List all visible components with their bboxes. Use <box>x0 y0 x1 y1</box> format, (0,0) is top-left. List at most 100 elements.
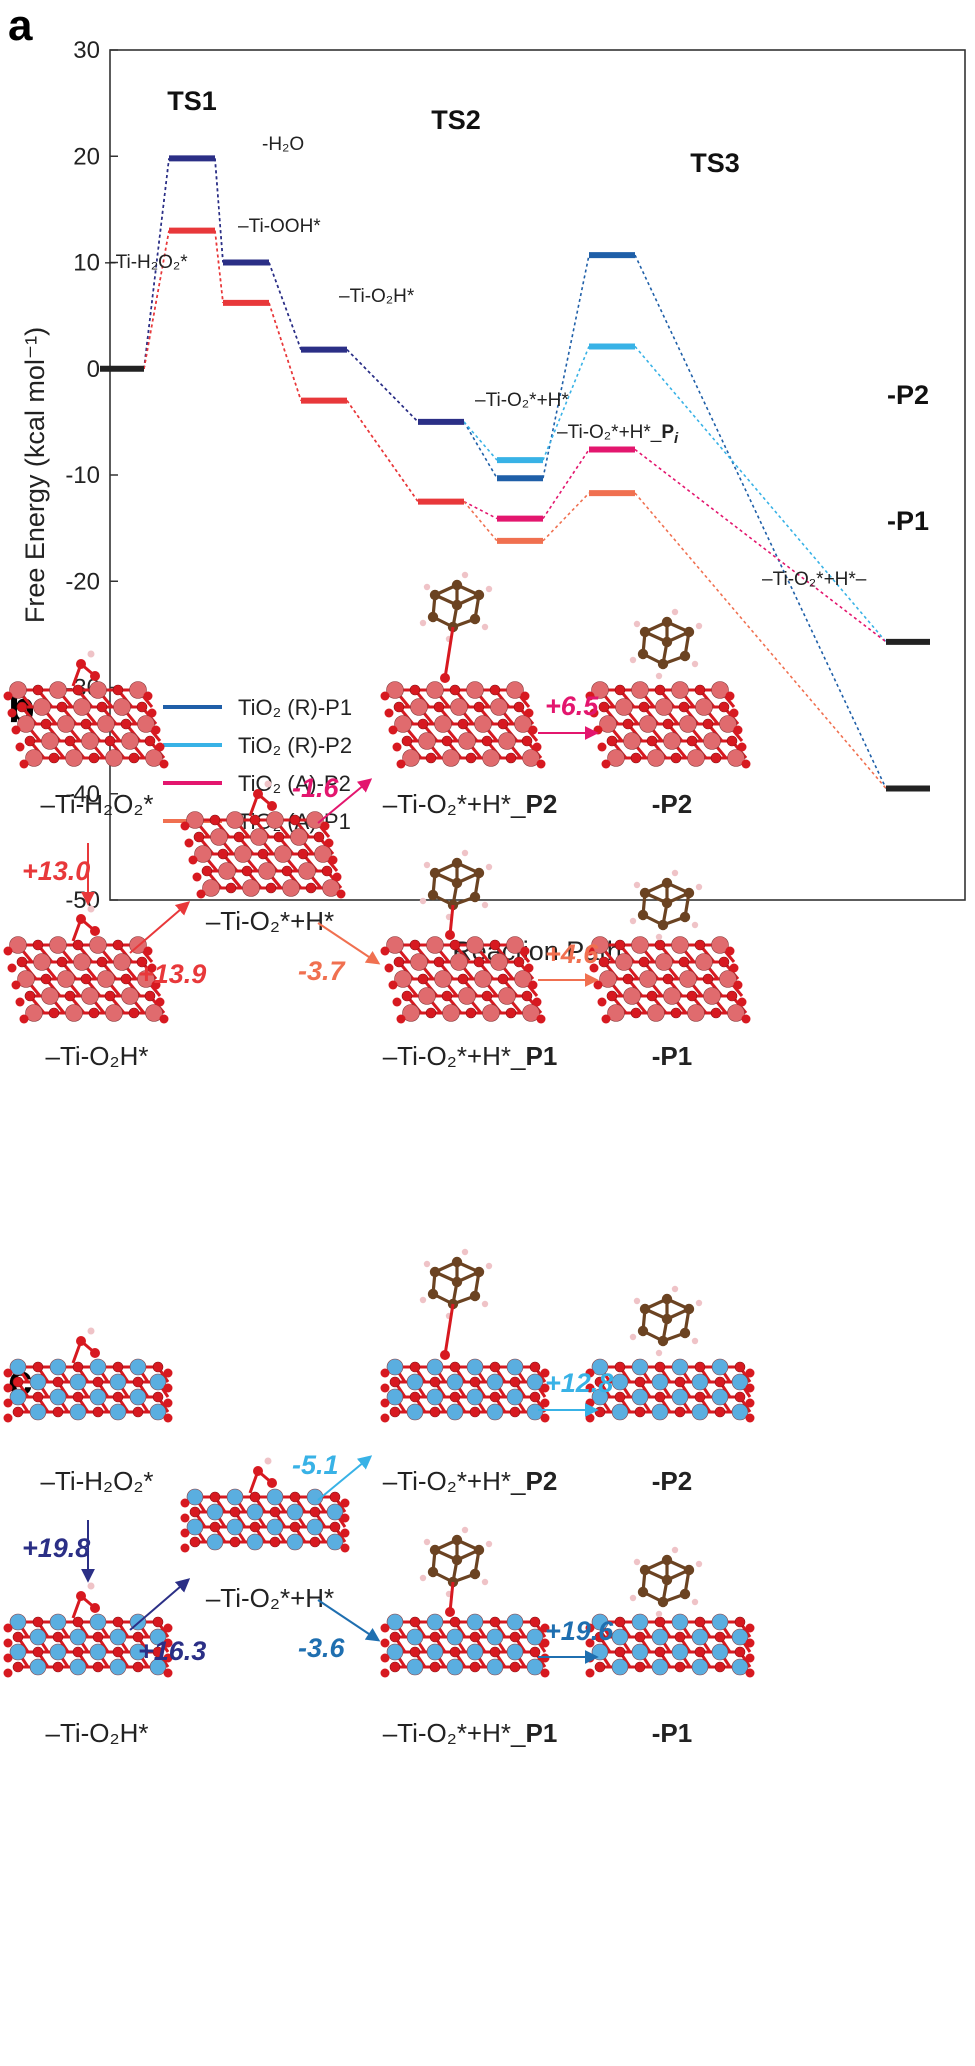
c-atom <box>661 877 673 889</box>
o-atom <box>465 752 477 764</box>
o-atom <box>120 718 132 730</box>
ti-atom <box>65 1004 83 1022</box>
o-atom <box>180 1498 190 1508</box>
o-atom <box>389 1406 401 1418</box>
o-atom <box>674 1661 686 1673</box>
ti-atom <box>591 1613 609 1631</box>
ti-atom <box>17 715 35 733</box>
o-atom <box>585 691 595 701</box>
o-atom <box>429 1661 441 1673</box>
ti-atom <box>426 681 444 699</box>
o-atom <box>745 1368 755 1378</box>
o-atom <box>440 673 450 683</box>
o-atom <box>72 1646 84 1658</box>
h-atom <box>633 620 641 628</box>
ti-atom <box>663 987 681 1005</box>
y-tick-label: 10 <box>73 250 100 277</box>
h-atom <box>481 1300 489 1308</box>
reaction-arrow <box>129 901 191 954</box>
y-tick-label: 0 <box>87 356 100 383</box>
o-atom <box>449 684 461 696</box>
c-atom <box>639 1564 651 1576</box>
c-atom <box>661 1293 673 1305</box>
h-atom <box>264 1457 272 1465</box>
legend-label: TiO₂ (R)-P2 <box>238 733 352 758</box>
h-atom <box>695 1560 703 1568</box>
ti-atom <box>186 1488 204 1506</box>
o-atom <box>80 973 92 985</box>
o-atom <box>729 963 739 973</box>
o-atom <box>163 1383 173 1393</box>
o-atom <box>313 831 325 843</box>
o-atom <box>745 1653 755 1663</box>
o-atom <box>638 701 650 713</box>
o-atom <box>409 1616 421 1628</box>
o-atom <box>289 1491 301 1503</box>
ti-atom <box>474 970 492 988</box>
o-atom <box>163 1623 173 1633</box>
bond <box>448 1581 455 1613</box>
o-atom <box>104 990 116 1002</box>
o-atom <box>16 701 28 713</box>
state-caption: –Ti-O₂*+H*_P1 <box>383 1041 558 1071</box>
ti-atom <box>33 953 51 971</box>
h-atom <box>671 1285 679 1293</box>
o-atom <box>654 1361 666 1373</box>
o-atom <box>132 1406 144 1418</box>
ti-atom <box>450 953 468 971</box>
o-atom <box>614 1361 626 1373</box>
ti-atom <box>149 1373 167 1391</box>
label-ti-ooh: –Ti-OOH* <box>238 216 321 237</box>
o-atom <box>509 1661 521 1673</box>
o-atom <box>489 1391 501 1403</box>
o-atom <box>718 701 730 713</box>
o-atom <box>417 973 429 985</box>
o-atom <box>76 1336 86 1346</box>
ti-atom <box>202 879 220 897</box>
o-atom <box>112 1646 124 1658</box>
ti-atom <box>486 1658 504 1676</box>
ti-atom <box>29 1373 47 1391</box>
ti-atom <box>486 1403 504 1421</box>
o-atom <box>745 1638 755 1648</box>
h-atom <box>461 571 469 579</box>
o-atom <box>497 718 509 730</box>
o-atom <box>441 990 453 1002</box>
o-atom <box>630 752 642 764</box>
ti-atom <box>611 1628 629 1646</box>
path-connectors <box>143 158 887 789</box>
o-atom <box>56 701 68 713</box>
bond <box>443 626 455 679</box>
ti-atom <box>506 1613 524 1631</box>
ti-atom <box>69 1403 87 1421</box>
panel-a-letter: a <box>8 1 33 50</box>
h-atom <box>87 905 95 913</box>
o-atom <box>674 1376 686 1388</box>
o-atom <box>694 1616 706 1628</box>
h-atom <box>485 585 493 593</box>
label-ts3: TS3 <box>690 148 740 178</box>
o-atom <box>710 1007 722 1019</box>
o-atom <box>509 1631 521 1643</box>
ti-atom <box>719 970 737 988</box>
h-atom <box>419 619 427 627</box>
o-atom <box>88 752 100 764</box>
ti-atom <box>647 1004 665 1022</box>
ti-atom <box>137 970 155 988</box>
o-atom <box>163 1398 173 1408</box>
product-caption: -P2 <box>652 789 692 819</box>
o-atom <box>269 1506 281 1518</box>
connector-line <box>346 400 419 503</box>
c-atom <box>639 626 651 638</box>
ti-atom <box>615 953 633 971</box>
ti-atom <box>446 1373 464 1391</box>
ti-atom <box>386 1613 404 1631</box>
connector-line <box>542 492 590 542</box>
ti-atom <box>226 811 244 829</box>
ti-atom <box>631 936 649 954</box>
o-atom <box>56 956 68 968</box>
ti-atom <box>719 715 737 733</box>
c-atom <box>657 658 669 670</box>
ti-atom <box>607 749 625 767</box>
ti-atom <box>89 1388 107 1406</box>
